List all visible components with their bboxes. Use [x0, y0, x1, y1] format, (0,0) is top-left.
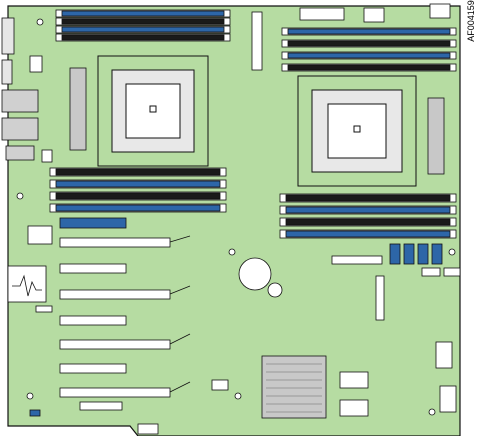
cpu-socket-left — [97, 55, 209, 167]
reference-code: AF004159 — [465, 0, 476, 42]
cmos-battery — [238, 257, 283, 298]
chipset-heatsink — [261, 355, 327, 419]
dimm-bank-mid-right — [279, 193, 457, 239]
mounting-holes — [16, 18, 456, 416]
dimm-bank-top-right — [281, 27, 457, 72]
cpu-socket-right — [297, 75, 417, 187]
dimm-bank-top-left — [55, 9, 231, 42]
power-connectors — [69, 3, 451, 175]
dimm-bank-mid-left — [49, 167, 227, 213]
pcie-slots — [59, 217, 191, 398]
sata-connectors — [331, 243, 461, 417]
rear-io — [1, 17, 53, 163]
status-sticker-icon — [7, 265, 47, 303]
reference-label: AF004159 — [462, 0, 478, 44]
misc-components — [27, 225, 229, 435]
